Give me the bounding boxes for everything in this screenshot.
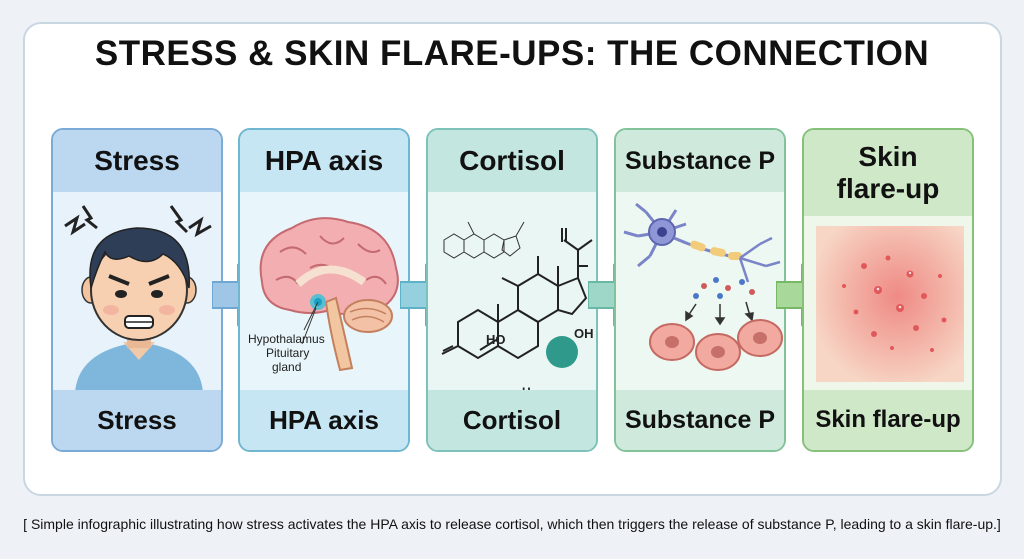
chem-oh-label: OH <box>574 326 594 341</box>
lightning-icon <box>169 205 189 234</box>
step-card-stress: Stress <box>51 128 223 452</box>
chem-ho-label: HO <box>486 332 506 347</box>
step-footer-skin-flare-up: Skin flare-up <box>804 390 972 450</box>
lightning-icon <box>81 205 98 230</box>
step-card-substance-p: Substance P <box>614 128 786 452</box>
step-card-skin-flare-up: Skin flare-up Skin flare-up <box>802 128 974 452</box>
step-card-hpa-axis: HPA axis Hypothalamus Pituitary gland HP… <box>238 128 410 452</box>
step-card-cortisol: Cortisol <box>426 128 598 452</box>
step-footer-cortisol: Cortisol <box>428 390 596 450</box>
step-footer-hpa-axis: HPA axis <box>240 390 408 450</box>
stressed-person-illustration <box>53 192 221 392</box>
cortisol-molecule-illustration: HO OH H O ♀ <box>428 192 596 422</box>
step-footer-substance-p: Substance P <box>616 390 784 450</box>
infographic-caption: [ Simple infographic illustrating how st… <box>23 516 1001 532</box>
step-header-stress: Stress <box>53 130 221 192</box>
gland-label: gland <box>272 360 302 374</box>
inflamed-skin-illustration <box>804 216 972 392</box>
step-footer-stress: Stress <box>53 390 221 450</box>
lightning-icon <box>188 216 212 238</box>
step-header-skin-flare-up: Skin flare-up <box>804 130 972 216</box>
brain-illustration: Hypothalamus Pituitary gland <box>240 192 408 392</box>
step-header-hpa-axis: HPA axis <box>240 130 408 192</box>
neuron-illustration <box>616 192 784 392</box>
hypothalamus-label: Hypothalamus <box>248 332 325 346</box>
infographic-title: STRESS & SKIN FLARE-UPS: THE CONNECTION <box>94 34 930 73</box>
step-header-substance-p: Substance P <box>616 130 784 192</box>
pituitary-label: Pituitary <box>266 346 310 360</box>
step-header-cortisol: Cortisol <box>428 130 596 192</box>
lightning-icon <box>64 214 86 236</box>
